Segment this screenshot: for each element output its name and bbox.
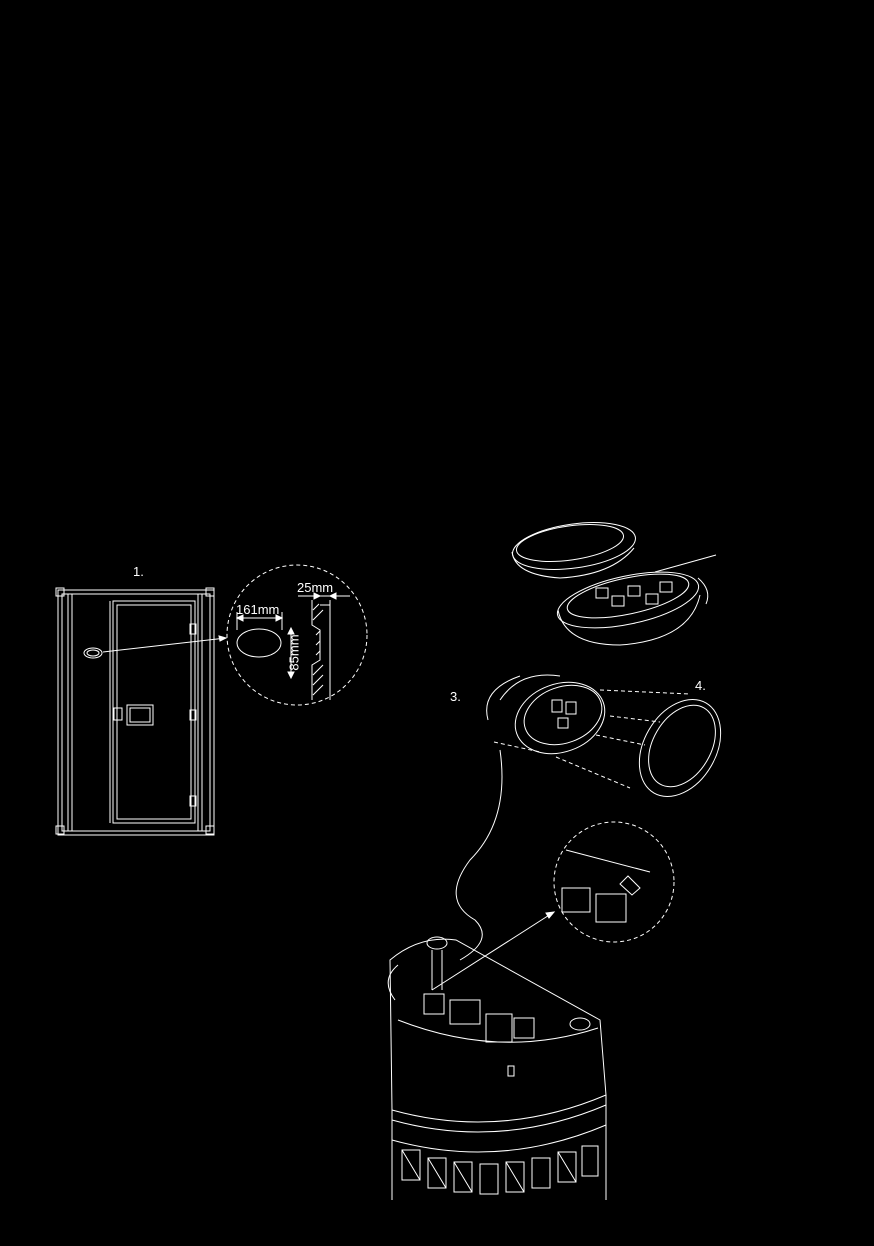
control-panel-exploded <box>511 522 717 646</box>
sauna-heater <box>387 936 607 1200</box>
step-1-label: 1. <box>133 564 144 579</box>
step-3-label: 3. <box>450 689 461 704</box>
step-4-label: 4. <box>695 678 706 693</box>
wall-depth-label: 25mm <box>297 580 334 595</box>
cutout-height-label: 85mm <box>286 634 302 671</box>
connector-detail-circle <box>431 821 675 991</box>
cable <box>455 749 503 961</box>
mounting-assembly <box>486 674 722 797</box>
cutout-width-label: 161mm <box>236 602 280 617</box>
cutout-detail-circle <box>226 564 368 706</box>
sauna-cabin <box>55 587 228 836</box>
